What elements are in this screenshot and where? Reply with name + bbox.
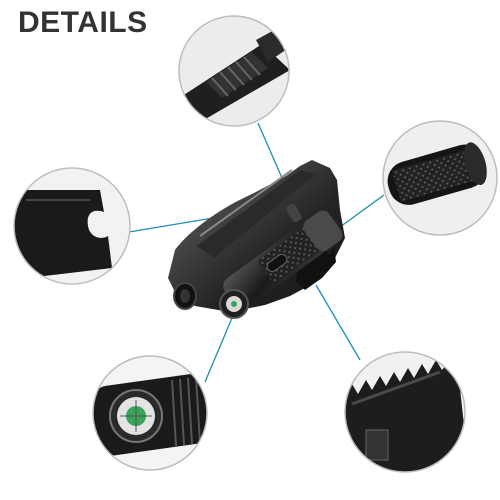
textured-handle-detail (382, 120, 498, 236)
details-title: DETAILS (18, 6, 148, 39)
serrated-saw-edge-detail (344, 351, 466, 473)
handle-grip-detail (178, 15, 290, 127)
folded-shovel-tool (168, 160, 345, 319)
compass-icon (93, 374, 207, 456)
bottle-opener-detail (13, 167, 131, 285)
handle-grip-icon (179, 18, 289, 126)
bottle-opener-icon (14, 190, 112, 280)
compass-detail (92, 355, 208, 471)
knurled-handle-icon (387, 142, 487, 205)
saw-edge-icon (345, 352, 465, 472)
